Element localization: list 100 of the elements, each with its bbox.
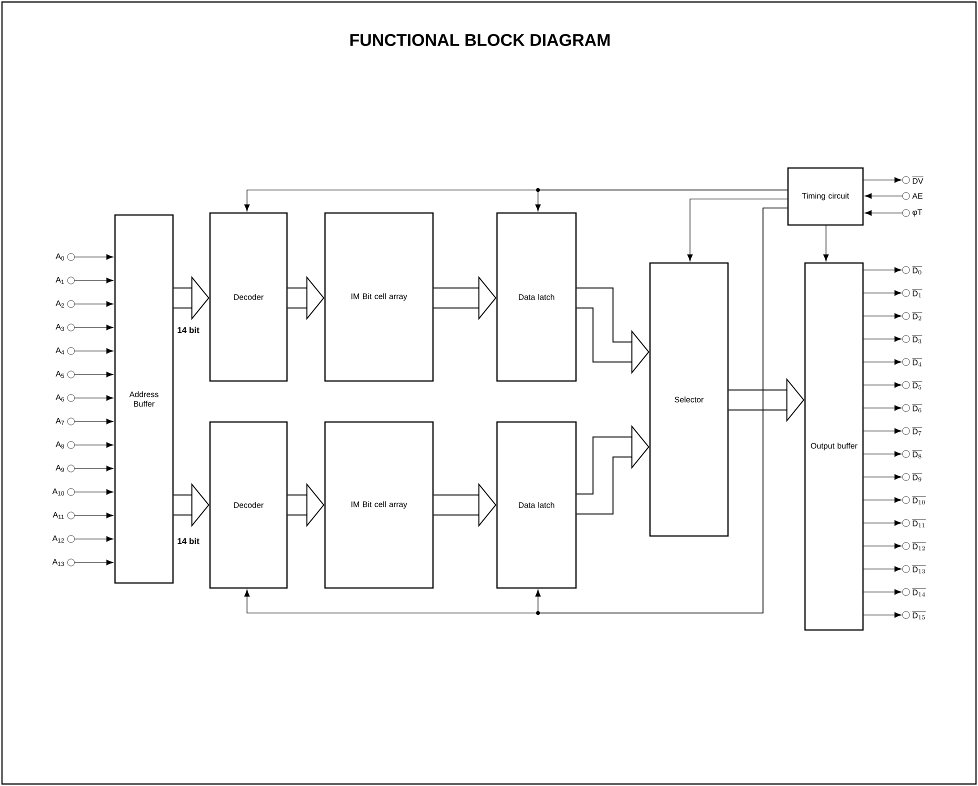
arrow [863,520,902,526]
pin: $\overline{\mathrm{D}_{5}}$ [902,381,922,390]
pin: $\overline{\mathrm{D}_{1}}$ [902,289,922,298]
node-label: $\overline{\mathrm{D}_{12}}$ [912,542,926,550]
decoder-box: Decoder [209,212,288,382]
arrow [863,474,902,480]
arrow [74,324,114,330]
pin: A$_{12}$ [52,535,75,543]
arrow [74,278,114,284]
pin: $\overline{\mathrm{D}_{4}}$ [902,358,922,366]
node-label: $\overline{\mathrm{D}_{0}}$ [912,266,922,274]
arrow [74,466,114,472]
arrow [863,589,902,595]
arrow [863,336,902,342]
arrow [863,405,902,411]
arrow [687,198,788,262]
node-label: $\overline{\mathrm{D}_{7}}$ [912,427,922,436]
timing-box: Timing circuit [787,167,864,226]
buffer-box: Output buffer [804,262,864,631]
pin: $\overline{\mathrm{D}_{15}}$ [902,611,926,620]
bus-arrow [576,424,650,514]
arrow [863,382,902,388]
pin: AE [902,192,923,200]
pin: $\overline{\mathrm{D}_{13}}$ [902,565,926,574]
node-label: $\overline{\mathrm{D}_{5}}$ [912,381,922,390]
pin: A$_{1}$ [56,276,75,284]
pin: A$_{3}$ [56,324,75,332]
arrow [74,489,114,495]
node-label: $\overline{\mathrm{D}_{14}}$ [912,588,926,596]
arrow [863,290,902,296]
latch-box: Data latch [496,212,577,382]
arrow [863,497,902,503]
pin: $\overline{\mathrm{D}_{14}}$ [902,588,926,596]
arrow [864,193,903,199]
node-label: A$_{6}$ [56,394,64,402]
node-label: A$_{2}$ [56,300,64,308]
node-label: A$_{13}$ [52,558,64,566]
node-label: A$_{10}$ [52,488,64,496]
decoder-box: Decoder [209,421,288,589]
pin: A$_{8}$ [56,441,75,449]
arrow [535,208,788,614]
node-label: A$_{1}$ [56,277,64,284]
arrow [74,254,114,260]
arrow [823,225,829,262]
pin: $\overline{\mathrm{DV}}$ [902,176,924,184]
arrow [74,372,114,378]
pin: A$_{4}$ [56,347,75,355]
node-label: $\overline{\mathrm{DV}}$ [912,176,924,184]
arrow [74,512,114,518]
node-label: A$_{0}$ [56,253,64,260]
latch-box: Data latch [496,421,577,589]
title: FUNCTIONAL BLOCK DIAGRAM [350,34,610,46]
cell-array-box: IM Bit cell array [324,212,434,382]
arrow [863,566,902,572]
pin: A$_{13}$ [52,558,75,566]
pin: A$_{6}$ [56,394,75,402]
arrow [74,560,114,566]
node-label: $\overline{\mathrm{D}_{13}}$ [912,565,926,574]
arrow [74,442,114,448]
node-label: A$_{9}$ [56,464,64,472]
node-label: $\overline{\mathrm{D}_{9}}$ [912,473,922,482]
node-label: $\overline{\mathrm{D}_{8}}$ [912,450,922,458]
pin: A$_{10}$ [52,488,75,496]
node-label: $\overline{\mathrm{D}_{10}}$ [912,496,926,504]
pin: A$_{0}$ [56,253,75,261]
node-label: A$_{3}$ [56,324,64,331]
pin: $\overline{\mathrm{D}_{2}}$ [902,312,922,320]
node-label: A$_{4}$ [56,348,64,354]
edge-label: 14 bit [176,536,200,546]
node-label: A$_{5}$ [56,371,64,378]
pin: $\overline{\mathrm{D}_{12}}$ [902,542,926,550]
node-label: A$_{12}$ [52,536,64,542]
arrow [863,177,902,183]
arrow [535,190,788,212]
arrow [863,267,902,273]
node-label: AE [912,193,923,199]
node-label: A$_{8}$ [56,441,64,448]
node-label: $\overline{\mathrm{D}_{4}}$ [912,358,922,366]
pin: A$_{11}$ [52,512,75,520]
arrow [74,418,114,424]
arrow [863,451,902,457]
arrow [74,301,114,307]
edge-label: 14 bit [176,326,200,334]
pin: $\overline{\mathrm{D}_{7}}$ [902,427,922,436]
pin: $\overline{\mathrm{D}_{8}}$ [902,450,922,458]
node-label: A$_{11}$ [52,512,64,519]
arrow [863,428,902,434]
pin: A$_{9}$ [56,464,75,472]
arrow [74,348,114,354]
node-label: $\overline{\mathrm{D}_{3}}$ [912,335,922,344]
pin: φT [902,209,922,217]
pin: $\overline{\mathrm{D}_{10}}$ [902,496,926,504]
cell-array-box: IM Bit cell array [324,421,434,589]
pin: $\overline{\mathrm{D}_{11}}$ [902,519,926,528]
pin: $\overline{\mathrm{D}_{3}}$ [902,335,922,344]
node-label: $\overline{\mathrm{D}_{11}}$ [912,519,926,528]
node-label: $\overline{\mathrm{D}_{1}}$ [912,289,922,298]
pin: $\overline{\mathrm{D}_{9}}$ [902,473,922,482]
arrow [74,536,114,542]
arrow [863,359,902,365]
